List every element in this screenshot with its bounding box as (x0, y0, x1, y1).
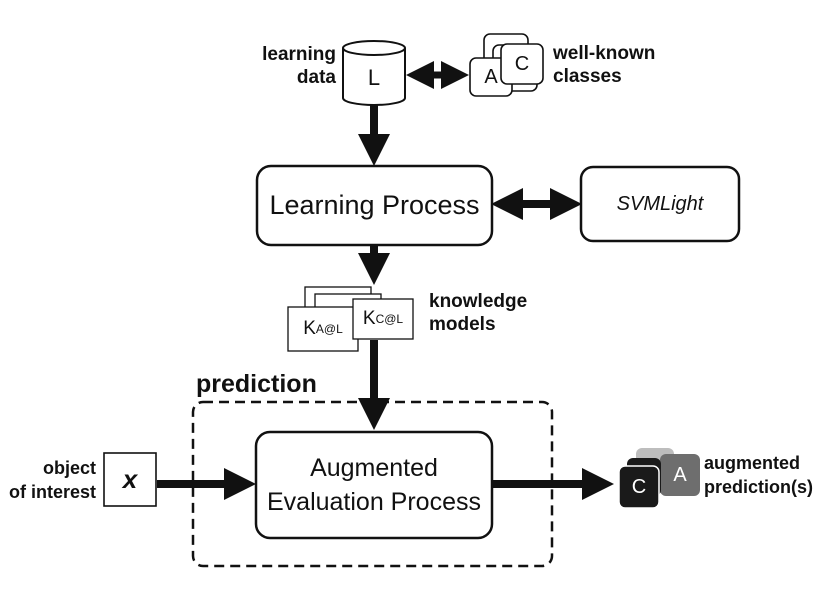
well-known-classes-label: well-known classes (553, 43, 656, 87)
learning-data-cylinder (342, 40, 406, 106)
prediction-card-a-letter: A (673, 463, 687, 486)
prediction-cards (618, 448, 700, 509)
prediction-label: prediction (196, 370, 317, 398)
object-of-interest-label: object of interest (8, 458, 96, 502)
augmented-predictions-label: augmented prediction(s) (704, 453, 814, 497)
class-card-c-letter: C (514, 52, 530, 75)
augmented-eval-label: Augmented Evaluation Process (266, 454, 481, 516)
learning-db-letter: L (367, 65, 381, 90)
prediction-card-c-letter: C (631, 475, 647, 498)
learning-process-label: Learning Process (269, 190, 480, 220)
learning-data-label: learning data (262, 44, 336, 88)
class-cards (469, 33, 544, 97)
class-card-a-letter: A (484, 65, 498, 88)
knowledge-models-label: knowledge models (429, 291, 528, 335)
object-x-label: x (122, 464, 138, 494)
model-cards (287, 286, 414, 352)
svmlight-label: SVMLight (616, 192, 704, 215)
object-x-box (103, 452, 157, 507)
